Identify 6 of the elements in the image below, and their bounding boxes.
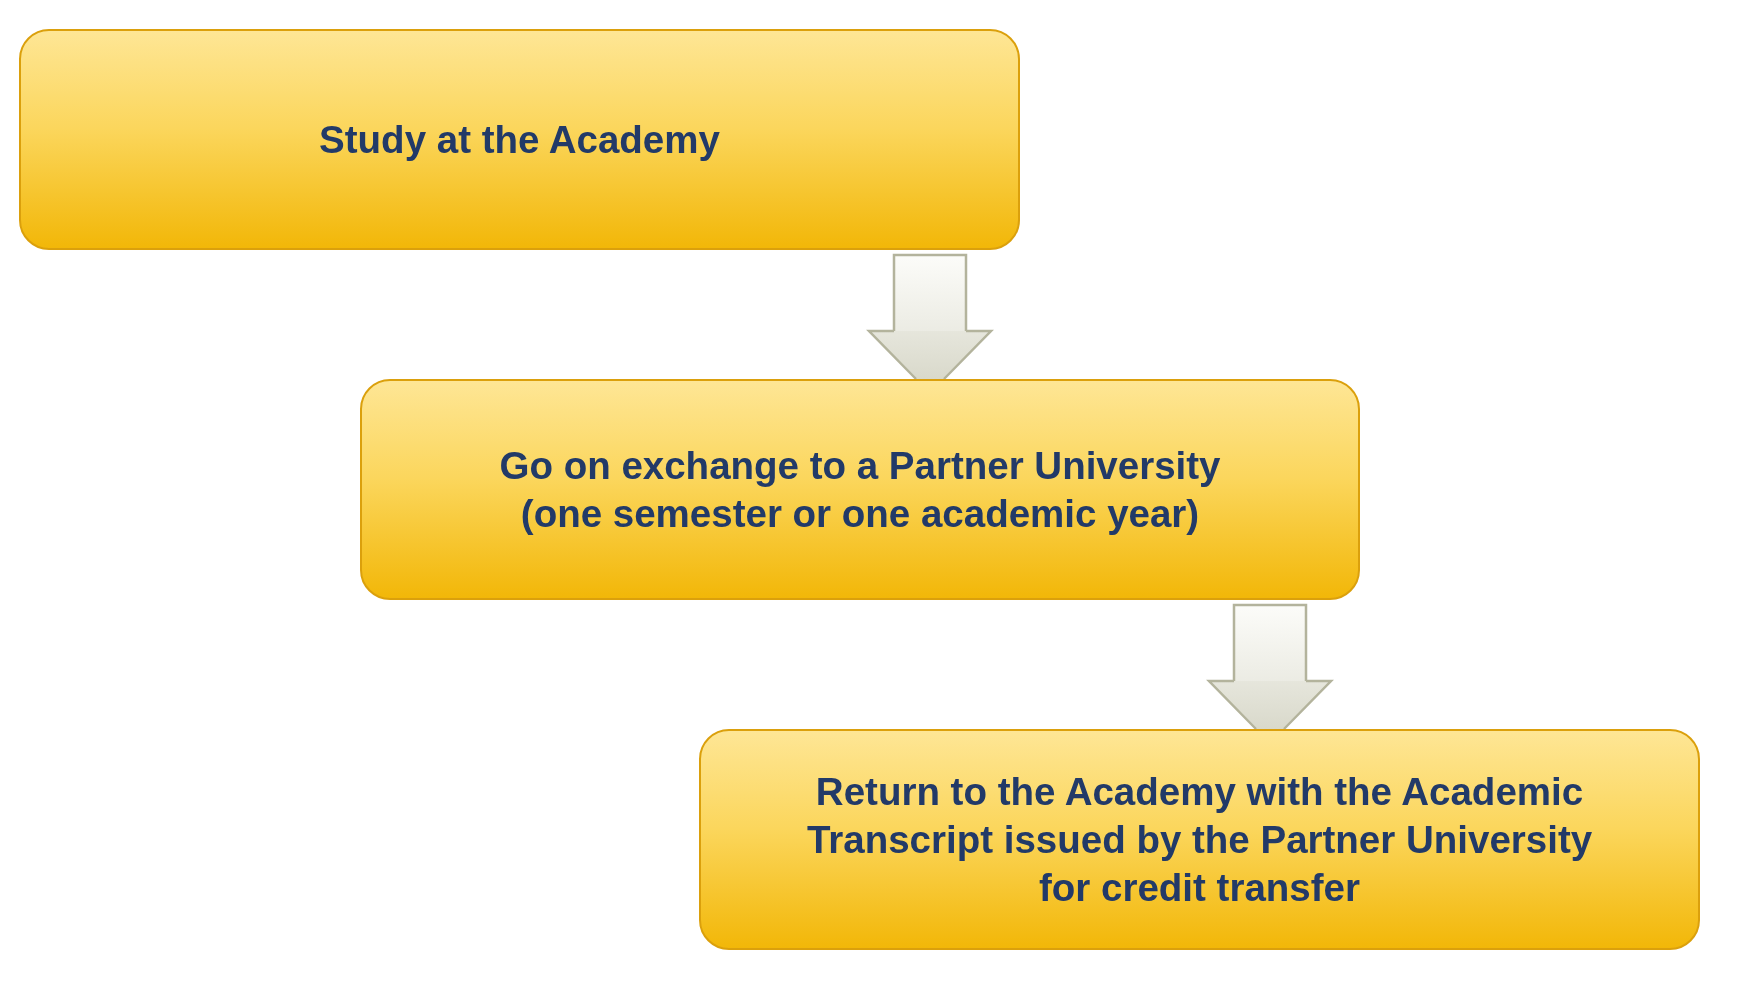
block-arrow	[1207, 603, 1333, 731]
step-text: Go on exchange to a Partner University (one semester or one academic year)	[498, 442, 1222, 537]
step-text: Study at the Academy	[319, 116, 720, 163]
process-box	[19, 29, 1020, 250]
block-arrow	[867, 253, 993, 381]
step-text: Return to the Academy with the Academic Transcript issued by the Partner University for credit transfer	[805, 768, 1594, 911]
